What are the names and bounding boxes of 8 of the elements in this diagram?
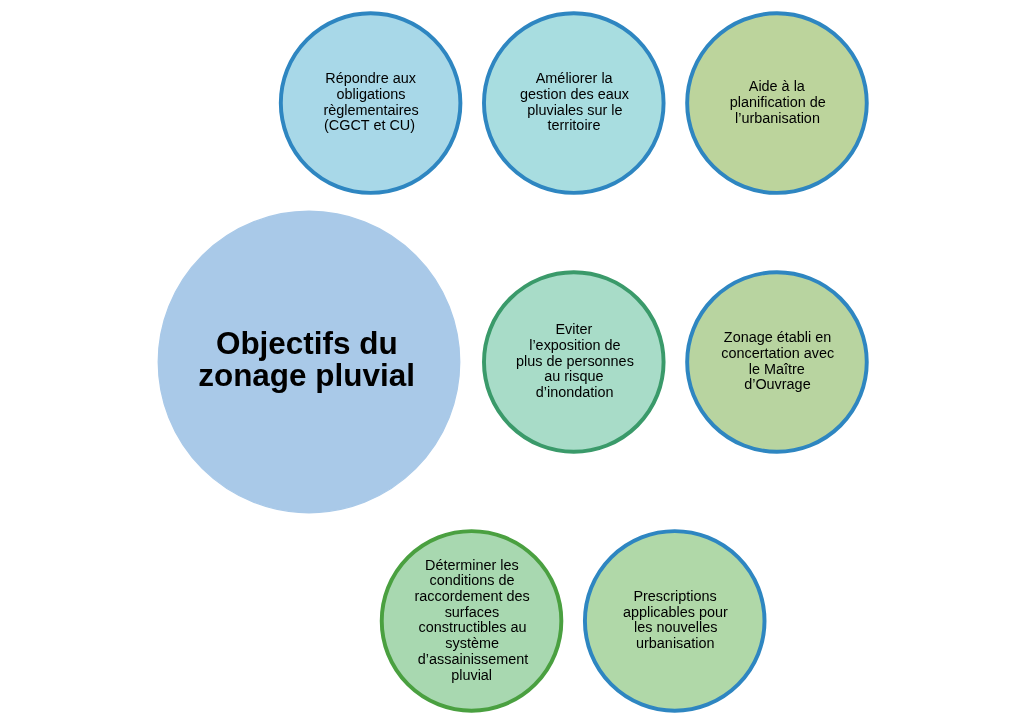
node-circle: Répondre aux obligations règlementaires (CGCT et CU) — [278, 11, 462, 195]
node-circle: Eviter l’exposition de plus de personnes au risque d’inondation — [481, 270, 666, 454]
node-circle: Aide à la planification de l’urbanisation — [684, 11, 869, 195]
node-circle: Zonage établi en concertation avec le Maître d’Ouvrage — [684, 270, 869, 454]
node-circle: Prescriptions applicables pour les nouvelles urbanisation — [582, 529, 766, 713]
node-circle: Améliorer la gestion des eaux pluviales sur le territoire — [481, 11, 666, 195]
node-circle: Déterminer les conditions de raccordement des surfaces constructibles au système d’assainissement pluvial — [379, 529, 563, 713]
node-circle: Objectifs du zonage pluvial — [157, 210, 460, 514]
